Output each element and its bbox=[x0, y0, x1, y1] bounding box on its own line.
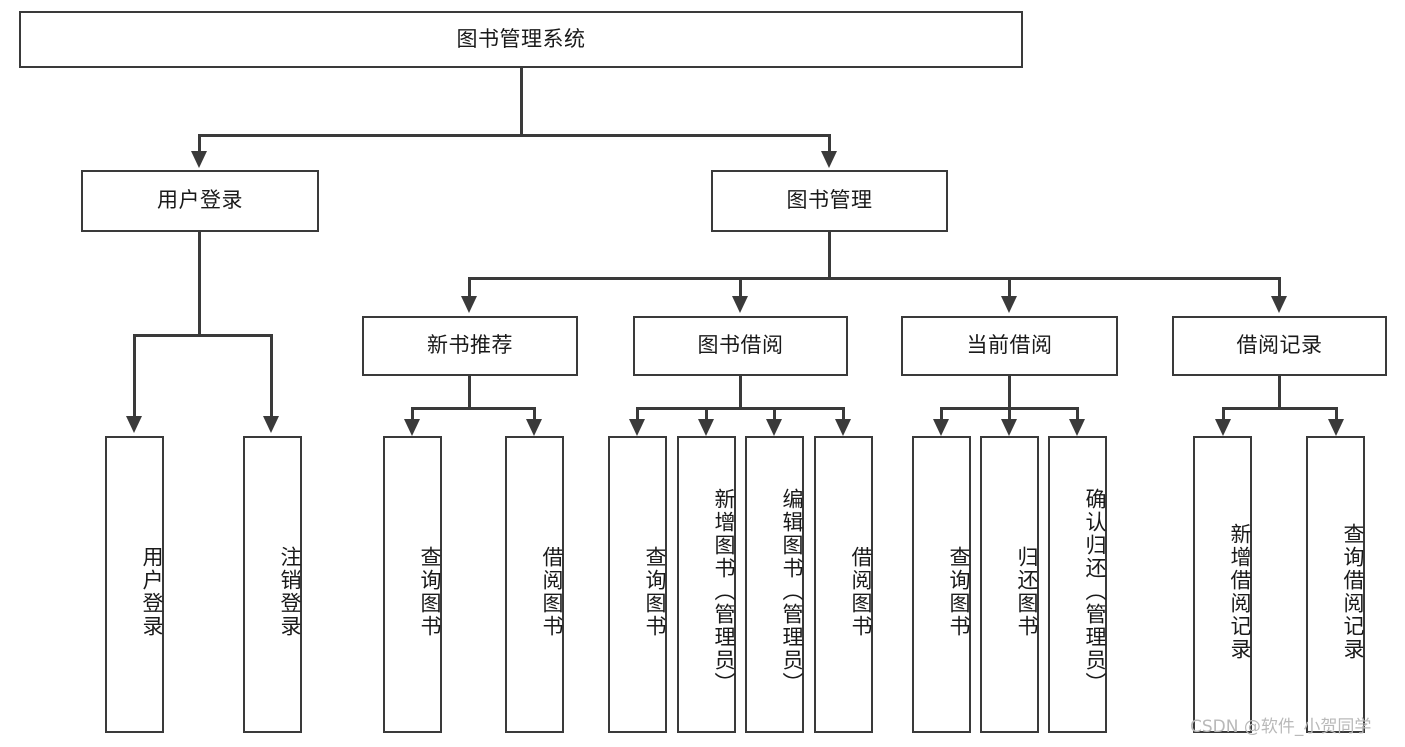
connector-book-management-stem bbox=[828, 232, 831, 279]
leaf-query-borrow-record[interactable]: 查询借阅记录 bbox=[1306, 436, 1365, 733]
connector-user-login-stem bbox=[198, 232, 201, 336]
connector-bb-stem bbox=[739, 376, 742, 409]
arrowhead-bb-to-leaf-4 bbox=[835, 419, 851, 436]
connector-root-bus bbox=[198, 134, 830, 137]
csdn-watermark: CSDN @软件_小贺同学 bbox=[1190, 717, 1372, 737]
connector-bb-to-leaf-3 bbox=[773, 407, 776, 420]
node-new-book-recommend[interactable]: 新书推荐 bbox=[362, 316, 578, 376]
connector-bm-to-book-borrow bbox=[739, 277, 742, 298]
connector-cb-to-leaf-2 bbox=[1008, 407, 1011, 420]
node-book-management[interactable]: 图书管理 bbox=[711, 170, 948, 232]
leaf-query-book-2-label: 查询图书 bbox=[643, 545, 667, 638]
leaf-user-login[interactable]: 用户登录 bbox=[105, 436, 164, 733]
node-new-book-recommend-label: 新书推荐 bbox=[427, 333, 513, 358]
connector-bb-bus bbox=[636, 407, 844, 410]
node-current-borrow[interactable]: 当前借阅 bbox=[901, 316, 1118, 376]
connector-bm-to-borrow-record bbox=[1278, 277, 1281, 298]
connector-root-stem bbox=[520, 68, 523, 135]
leaf-user-login-label: 用户登录 bbox=[140, 545, 164, 638]
leaf-add-borrow-record-label: 新增借阅记录 bbox=[1228, 522, 1252, 661]
connector-user-login-bus bbox=[133, 334, 272, 337]
arrowhead-bm-to-current-borrow bbox=[1001, 296, 1017, 313]
connector-bb-to-leaf-2 bbox=[705, 407, 708, 420]
connector-bm-to-current-borrow bbox=[1008, 277, 1011, 298]
connector-user-login-to-leaf-2 bbox=[270, 334, 273, 417]
leaf-return-book[interactable]: 归还图书 bbox=[980, 436, 1039, 733]
leaf-add-book-admin-label: 新增图书（管理员） bbox=[712, 488, 736, 695]
leaf-query-book-3-label: 查询图书 bbox=[947, 545, 971, 638]
arrowhead-cb-to-leaf-1 bbox=[933, 419, 949, 436]
node-book-management-label: 图书管理 bbox=[786, 188, 873, 213]
arrowhead-bm-to-new-book-recommend bbox=[461, 296, 477, 313]
connector-bb-to-leaf-1 bbox=[636, 407, 639, 420]
node-user-login[interactable]: 用户登录 bbox=[81, 170, 319, 232]
arrowhead-br-to-leaf-2 bbox=[1328, 419, 1344, 436]
arrowhead-user-login-to-leaf-2 bbox=[263, 416, 279, 433]
arrowhead-nbr-to-leaf-1 bbox=[404, 419, 420, 436]
connector-br-stem bbox=[1278, 376, 1281, 409]
leaf-borrow-book-2[interactable]: 借阅图书 bbox=[814, 436, 873, 733]
leaf-confirm-return-admin[interactable]: 确认归还（管理员） bbox=[1048, 436, 1107, 733]
leaf-confirm-return-admin-label: 确认归还（管理员） bbox=[1083, 488, 1107, 695]
connector-nbr-to-leaf-2 bbox=[533, 407, 536, 420]
connector-bb-to-leaf-4 bbox=[842, 407, 845, 420]
connector-nbr-to-leaf-1 bbox=[411, 407, 414, 420]
arrowhead-cb-to-leaf-3 bbox=[1069, 419, 1085, 436]
leaf-query-book-1-label: 查询图书 bbox=[418, 545, 442, 638]
connector-br-to-leaf-1 bbox=[1222, 407, 1225, 420]
leaf-add-book-admin[interactable]: 新增图书（管理员） bbox=[677, 436, 736, 733]
leaf-borrow-book-2-label: 借阅图书 bbox=[849, 545, 873, 638]
connector-user-login-to-leaf-1 bbox=[133, 334, 136, 417]
leaf-edit-book-admin-label: 编辑图书（管理员） bbox=[780, 488, 804, 695]
node-root-label: 图书管理系统 bbox=[456, 26, 586, 51]
arrowhead-nbr-to-leaf-2 bbox=[526, 419, 542, 436]
leaf-query-book-3[interactable]: 查询图书 bbox=[912, 436, 971, 733]
connector-root-to-user-login bbox=[198, 134, 201, 153]
arrowhead-user-login-to-leaf-1 bbox=[126, 416, 142, 433]
leaf-user-logout-label: 注销登录 bbox=[278, 545, 302, 638]
connector-bm-to-new-book-recommend bbox=[468, 277, 471, 298]
arrowhead-root-to-book-management bbox=[821, 151, 837, 168]
node-borrow-record-label: 借阅记录 bbox=[1236, 333, 1323, 358]
node-borrow-record[interactable]: 借阅记录 bbox=[1172, 316, 1387, 376]
leaf-borrow-book-1[interactable]: 借阅图书 bbox=[505, 436, 564, 733]
arrowhead-bb-to-leaf-1 bbox=[629, 419, 645, 436]
connector-root-to-book-management bbox=[828, 134, 831, 153]
connector-cb-to-leaf-3 bbox=[1076, 407, 1079, 420]
leaf-add-borrow-record[interactable]: 新增借阅记录 bbox=[1193, 436, 1252, 733]
leaf-edit-book-admin[interactable]: 编辑图书（管理员） bbox=[745, 436, 804, 733]
connector-book-management-bus bbox=[468, 277, 1280, 280]
leaf-return-book-label: 归还图书 bbox=[1015, 545, 1039, 638]
leaf-query-book-2[interactable]: 查询图书 bbox=[608, 436, 667, 733]
leaf-query-borrow-record-label: 查询借阅记录 bbox=[1341, 522, 1365, 661]
arrowhead-br-to-leaf-1 bbox=[1215, 419, 1231, 436]
connector-br-to-leaf-2 bbox=[1335, 407, 1338, 420]
arrowhead-bb-to-leaf-2 bbox=[698, 419, 714, 436]
arrowhead-bb-to-leaf-3 bbox=[766, 419, 782, 436]
leaf-borrow-book-1-label: 借阅图书 bbox=[540, 545, 564, 638]
node-user-login-label: 用户登录 bbox=[157, 188, 243, 213]
arrowhead-cb-to-leaf-2 bbox=[1001, 419, 1017, 436]
connector-cb-stem bbox=[1008, 376, 1011, 409]
node-root[interactable]: 图书管理系统 bbox=[19, 11, 1023, 68]
leaf-query-book-1[interactable]: 查询图书 bbox=[383, 436, 442, 733]
arrowhead-bm-to-book-borrow bbox=[732, 296, 748, 313]
leaf-user-logout[interactable]: 注销登录 bbox=[243, 436, 302, 733]
node-current-borrow-label: 当前借阅 bbox=[966, 333, 1053, 358]
arrowhead-root-to-user-login bbox=[191, 151, 207, 168]
connector-nbr-bus bbox=[411, 407, 535, 410]
connector-nbr-stem bbox=[468, 376, 471, 409]
connector-cb-to-leaf-1 bbox=[940, 407, 943, 420]
node-book-borrow-label: 图书借阅 bbox=[697, 333, 784, 358]
connector-br-bus bbox=[1222, 407, 1337, 410]
node-book-borrow[interactable]: 图书借阅 bbox=[633, 316, 848, 376]
arrowhead-bm-to-borrow-record bbox=[1271, 296, 1287, 313]
